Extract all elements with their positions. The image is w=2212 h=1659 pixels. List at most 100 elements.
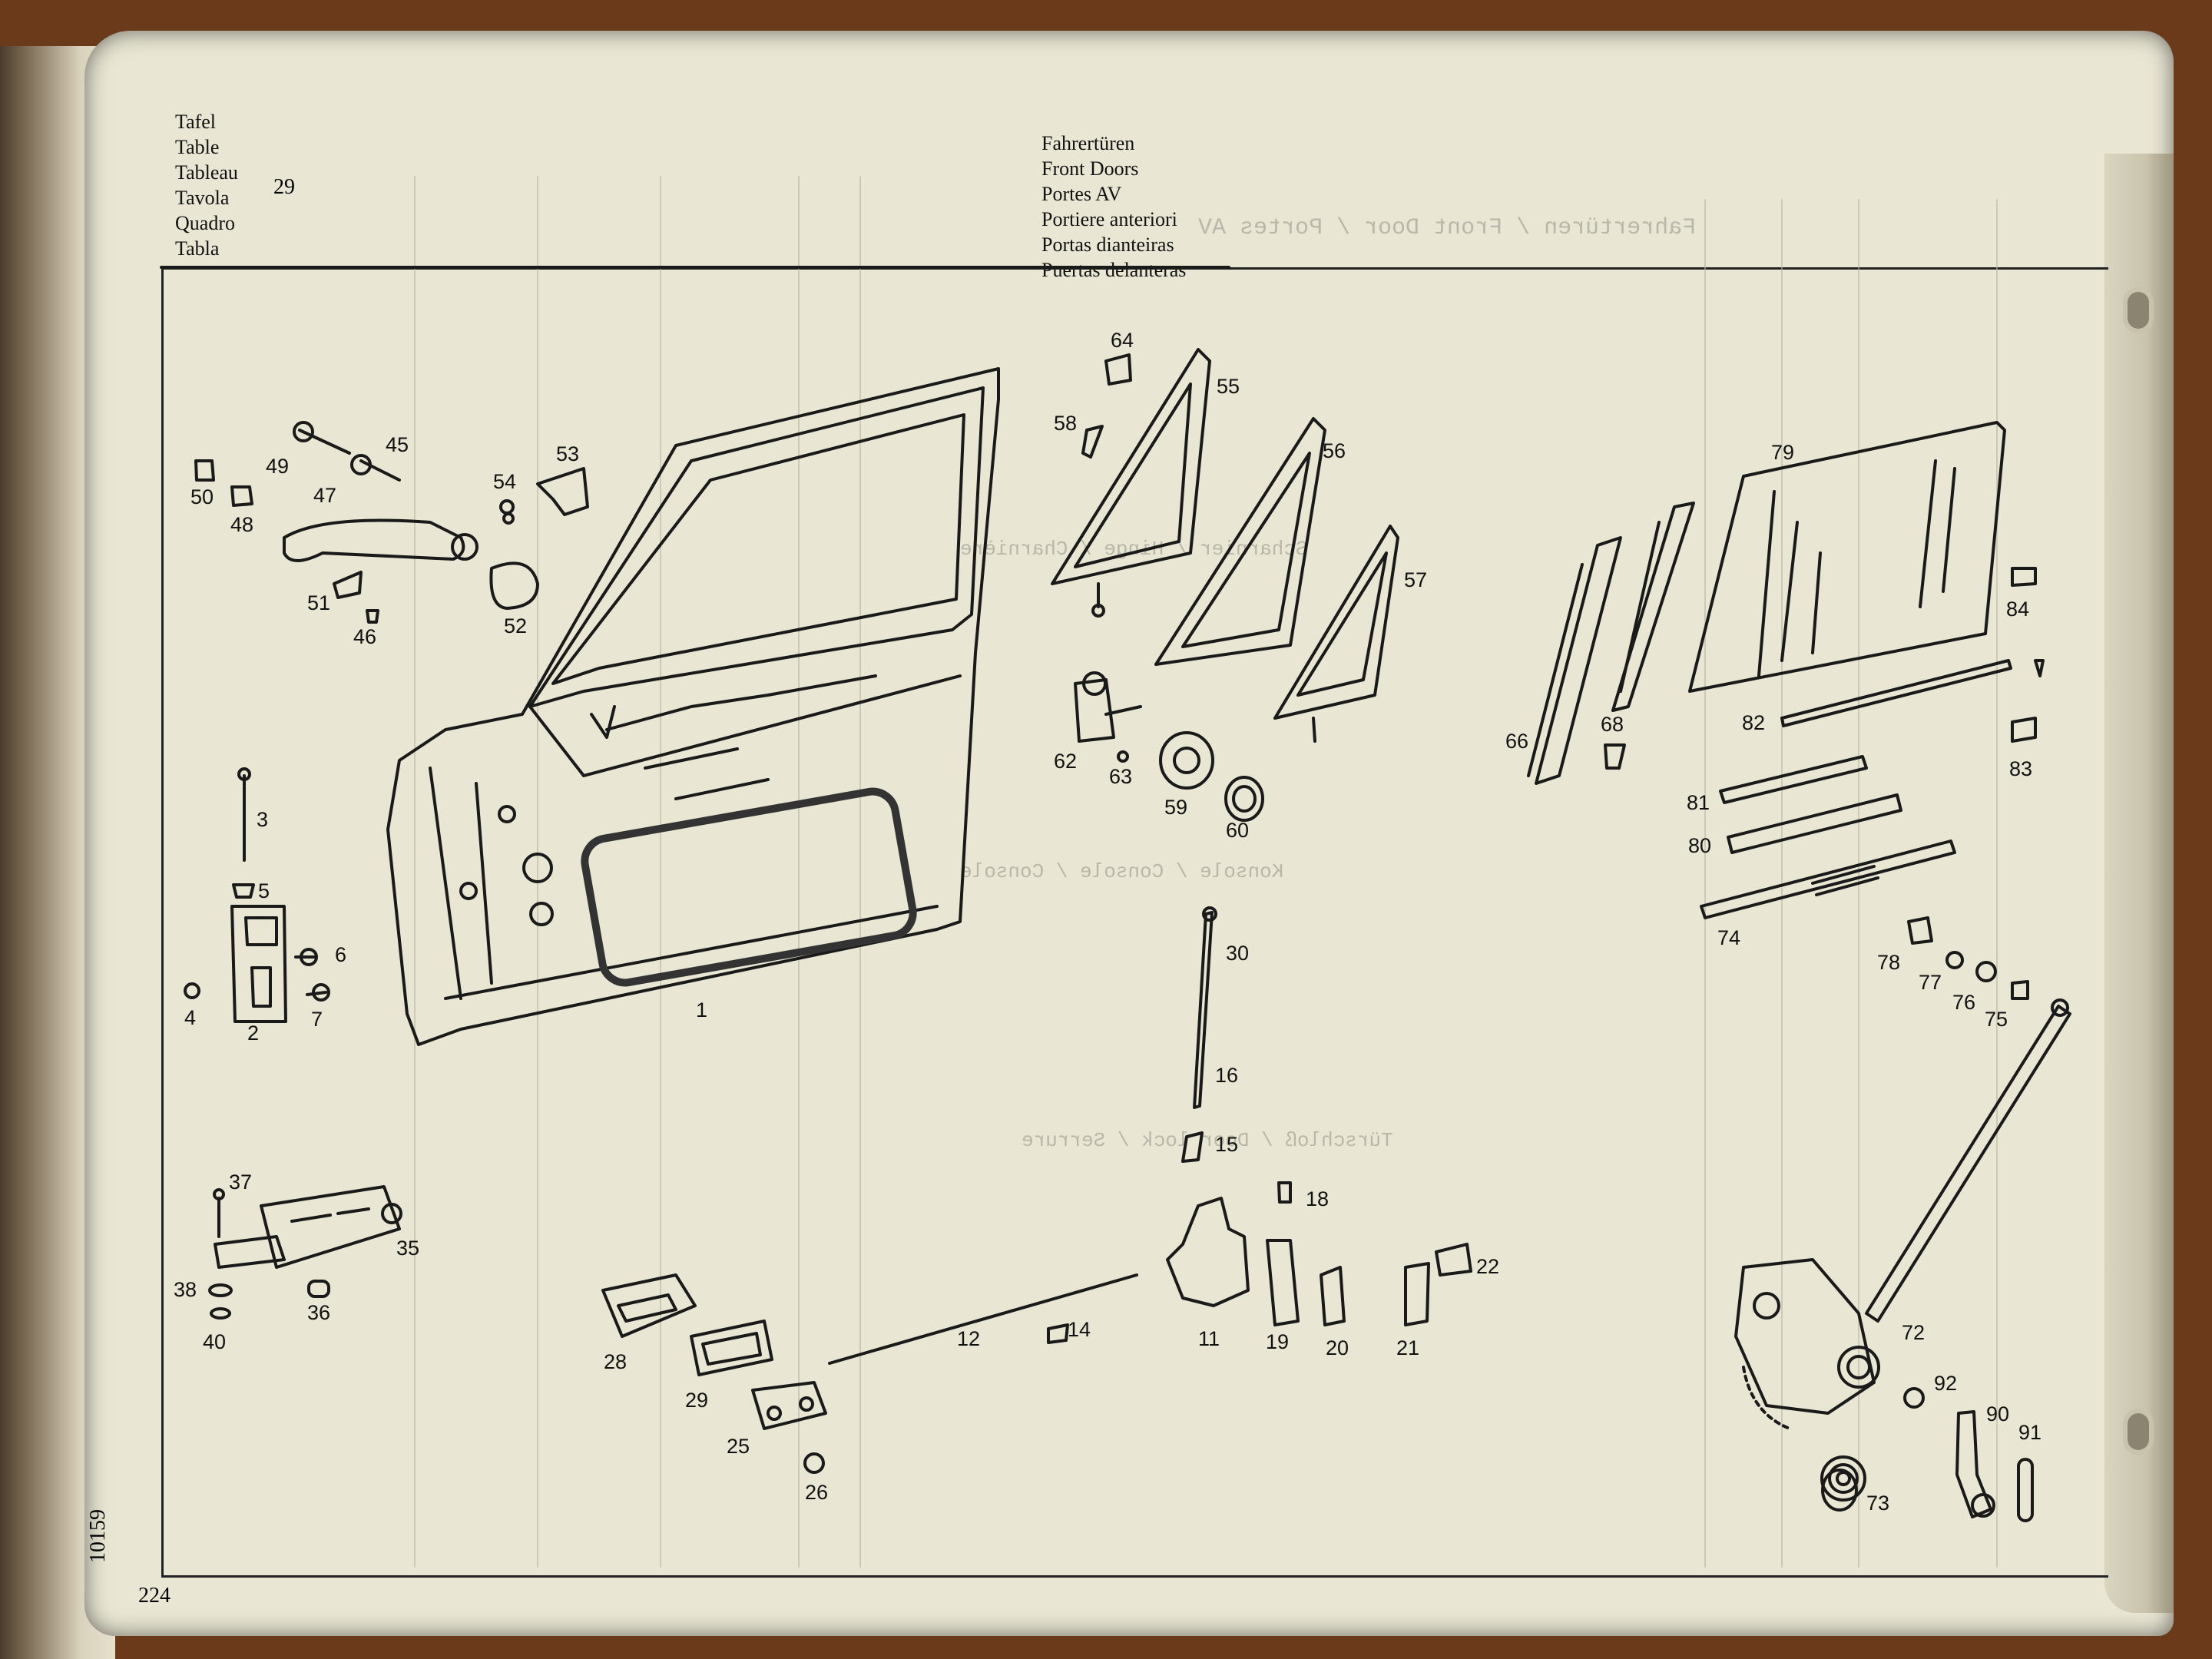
callout-number: 7	[311, 1008, 323, 1031]
callout-number: 75	[1985, 1008, 2008, 1031]
callout-number: 30	[1226, 942, 1250, 965]
callout-number: 74	[1717, 926, 1741, 949]
side-number: 10159	[86, 1509, 110, 1563]
callout-number: 16	[1215, 1064, 1239, 1087]
plate-label: Tabla	[175, 237, 220, 260]
callout-number: 40	[203, 1330, 227, 1353]
door-glass	[1688, 421, 2006, 693]
callout-number: 82	[1742, 711, 1766, 734]
callout-number: 81	[1687, 791, 1710, 814]
binder-hole	[2128, 1413, 2149, 1450]
regulator-small-parts	[1907, 916, 2029, 1000]
callout-number: 57	[1404, 568, 1428, 591]
page-number: 224	[138, 1584, 171, 1608]
plate-title: Portiere anteriori	[1041, 208, 1177, 230]
callout-number: 22	[1476, 1255, 1500, 1278]
plate-title: Puertas delanteras	[1041, 259, 1187, 281]
next-page-curl	[2104, 154, 2174, 1613]
callout-number: 5	[258, 879, 270, 902]
callout-number: 36	[307, 1301, 331, 1324]
callout-number: 15	[1215, 1133, 1239, 1156]
spiral-spring	[1820, 1455, 1866, 1502]
door-shell	[386, 367, 1000, 1046]
clips	[499, 467, 589, 525]
callout-number: 48	[230, 513, 254, 536]
plate-title: Fahrertüren	[1041, 132, 1135, 154]
callout-number: 28	[604, 1350, 628, 1373]
callout-number: 63	[1109, 765, 1133, 788]
callout-number: 60	[1226, 819, 1250, 842]
callout-number: 20	[1326, 1336, 1349, 1359]
callout-number: 56	[1323, 439, 1346, 462]
door-check	[208, 1185, 402, 1320]
callout-number: 49	[266, 455, 290, 478]
callout-number: 50	[190, 485, 214, 508]
callout-number: 58	[1054, 412, 1078, 435]
callout-number: 11	[1198, 1327, 1220, 1350]
plate-label: Quadro	[175, 212, 235, 234]
callout-number: 54	[493, 470, 517, 493]
callout-number: 55	[1217, 375, 1240, 398]
callout-number: 91	[2018, 1421, 2042, 1444]
vent-windows	[1051, 348, 1399, 743]
plate-titles: Fahrertüren Front Doors Portes AV Portie…	[1041, 131, 1186, 283]
glass-rails	[1700, 567, 2045, 919]
callout-number: 35	[396, 1237, 420, 1260]
callout-number: 45	[386, 433, 409, 456]
callout-number: 52	[504, 614, 528, 637]
callout-number: 80	[1688, 834, 1712, 857]
callout-number: 53	[556, 442, 580, 465]
callout-number: 90	[1986, 1402, 2010, 1426]
plate-label: Table	[175, 136, 220, 158]
callout-number: 66	[1505, 730, 1529, 753]
plate-label: Tavola	[175, 187, 230, 209]
callout-number: 79	[1771, 441, 1795, 464]
callout-number: 25	[727, 1435, 750, 1458]
callout-number: 84	[2006, 598, 2030, 621]
callout-number: 12	[957, 1327, 981, 1350]
plate-title: Portes AV	[1041, 183, 1122, 205]
callout-number: 92	[1934, 1372, 1958, 1395]
window-regulator	[1734, 998, 2071, 1522]
callout-number: 62	[1054, 750, 1078, 773]
callout-number: 76	[1952, 991, 1976, 1014]
inside-handles	[601, 1273, 827, 1474]
callout-number: 14	[1068, 1318, 1091, 1341]
catalog-page	[84, 31, 2174, 1636]
callout-number: 46	[353, 625, 377, 648]
callout-number: 21	[1396, 1336, 1420, 1359]
lock-mechanism	[828, 906, 1472, 1365]
callout-number: 72	[1902, 1321, 1926, 1344]
callout-number: 64	[1111, 329, 1134, 352]
callout-number: 19	[1266, 1330, 1290, 1353]
callout-number: 4	[184, 1006, 197, 1029]
callout-number: 68	[1601, 713, 1624, 736]
callout-number: 77	[1919, 971, 1942, 994]
hinge	[184, 767, 330, 1023]
callout-number: 47	[313, 484, 337, 507]
plate-labels: Tafel Table Tableau Tavola Quadro Tabla	[175, 109, 238, 261]
callout-number: 3	[257, 808, 269, 831]
callout-number: 26	[805, 1481, 829, 1504]
plate-label: Tableau	[175, 161, 238, 184]
pivot	[1074, 671, 1264, 822]
plate-title: Front Doors	[1041, 157, 1139, 180]
glass-channel	[1527, 502, 1695, 785]
outside-handle	[194, 421, 539, 624]
callout-number: 1	[696, 998, 708, 1022]
callout-number: 37	[229, 1171, 253, 1194]
callout-number: 73	[1866, 1492, 1890, 1515]
callout-number: 2	[247, 1022, 260, 1045]
callout-number: 18	[1306, 1187, 1330, 1210]
plate-label: Tafel	[175, 111, 217, 133]
callout-number: 29	[685, 1389, 709, 1412]
plate-number: 29	[273, 175, 295, 199]
plate-title: Portas dianteiras	[1041, 233, 1174, 256]
callout-number: 6	[335, 943, 347, 966]
callout-number: 78	[1877, 951, 1901, 974]
callout-number: 59	[1164, 796, 1188, 819]
callout-number: 83	[2009, 757, 2033, 780]
binder-hole	[2128, 292, 2149, 329]
callout-number: 38	[174, 1278, 197, 1301]
